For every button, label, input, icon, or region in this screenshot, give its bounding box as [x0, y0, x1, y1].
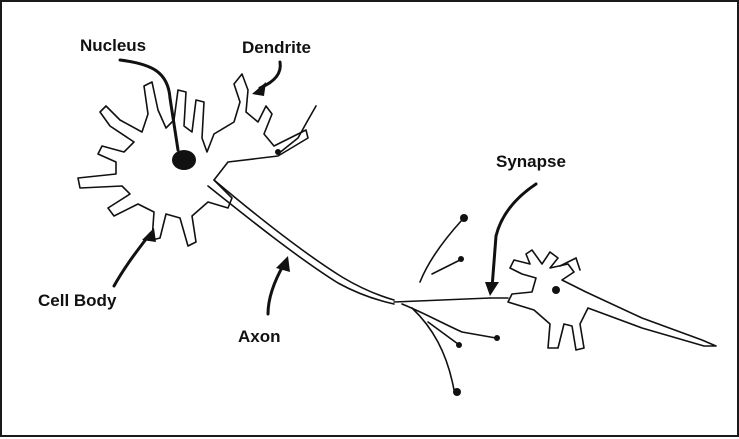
axon-line-lower: [208, 186, 394, 304]
terminal-bulb: [460, 214, 468, 222]
nucleus-dot: [172, 150, 196, 170]
axon-line-upper: [214, 180, 394, 300]
second-neuron: [490, 250, 716, 350]
axon-to-synapse: [394, 298, 490, 302]
axon-arrowhead: [276, 256, 290, 272]
terminal-branch: [402, 304, 496, 338]
terminal-branch: [412, 308, 454, 390]
dendrite-terminal: [275, 149, 281, 155]
terminal-bulb: [453, 388, 461, 396]
dendrite-arrowhead: [252, 82, 266, 96]
second-cell-body-outline: [508, 250, 716, 350]
terminal-bulb: [456, 342, 462, 348]
synapse-label: Synapse: [496, 152, 566, 171]
terminal-bulb: [458, 256, 464, 262]
cell-body-arrowhead: [142, 228, 156, 242]
cell-body-pointer: [114, 234, 150, 286]
axon-group: [208, 180, 490, 304]
dendrite-pointer: [260, 62, 280, 88]
axon-pointer: [268, 264, 284, 314]
terminal-branch: [432, 260, 460, 274]
nucleus-label: Nucleus: [80, 36, 146, 55]
terminal-bulb: [494, 335, 500, 341]
terminal-branch: [420, 220, 462, 282]
second-nucleus-dot: [552, 286, 560, 294]
axon-terminals: [402, 214, 500, 396]
synapse-arrowhead: [485, 282, 499, 296]
dendrite-label: Dendrite: [242, 38, 311, 57]
axon-label: Axon: [238, 327, 281, 346]
main-neuron: [78, 74, 316, 246]
cell-body-label: Cell Body: [38, 291, 117, 310]
